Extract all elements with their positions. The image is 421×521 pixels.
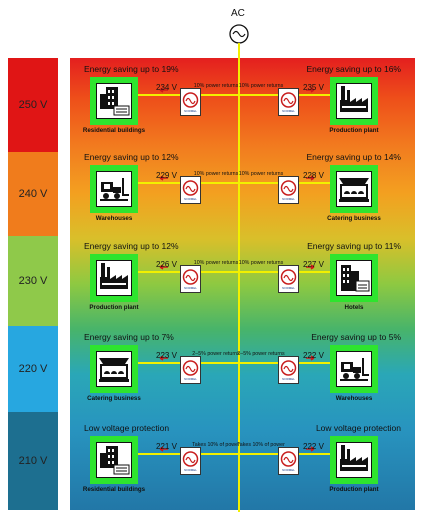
forklift-icon (336, 351, 372, 387)
factory-icon (336, 83, 372, 119)
right-voltage: 227 V (303, 260, 324, 269)
factory-icon (96, 260, 132, 296)
catering-icon (96, 351, 132, 387)
catering-icon (336, 171, 372, 207)
residential-icon (96, 83, 132, 119)
left-note: 10% power returns (193, 83, 239, 89)
right-note: 10% power returns (238, 171, 284, 177)
left-building-name: Residential buildings (82, 486, 146, 493)
regulator-brand: NORMEL (184, 197, 197, 201)
right-building-name: Hotels (344, 304, 364, 311)
right-saving-label: Energy saving up to 5% (311, 332, 401, 342)
right-building-name: Catering business (327, 215, 381, 222)
right-voltage: 235 V (303, 83, 324, 92)
forklift-icon (96, 171, 132, 207)
ac-label: AC (231, 8, 245, 19)
left-saving-label: Low voltage protection (84, 423, 170, 433)
right-building (330, 345, 378, 393)
right-regulator: NORMEL (278, 88, 299, 116)
factory-icon (336, 442, 372, 478)
regulator-brand: NORMEL (184, 286, 197, 290)
left-saving-label: Energy saving up to 19% (84, 64, 179, 74)
right-building-name: Production plant (329, 127, 379, 134)
scale-250: 250 V (8, 58, 58, 152)
right-saving-label: Low voltage protection (315, 423, 401, 433)
left-voltage: 234 V (156, 83, 177, 92)
left-voltage: 221 V (156, 442, 177, 451)
left-building-name: Warehouses (95, 215, 133, 222)
regulator-brand: NORMEL (282, 286, 295, 290)
hotel-icon (336, 260, 372, 296)
right-note: 10% power returns (238, 83, 284, 89)
left-regulator: NORMEL (180, 265, 201, 293)
regulator-brand: NORMEL (184, 109, 197, 113)
left-saving-label: Energy saving up to 7% (84, 332, 174, 342)
right-building-name: Production plant (329, 486, 379, 493)
right-voltage: 222 V (303, 351, 324, 360)
right-regulator: NORMEL (278, 356, 299, 384)
right-voltage: 222 V (303, 442, 324, 451)
left-building-name: Production plant (89, 304, 139, 311)
left-saving-label: Energy saving up to 12% (84, 152, 179, 162)
left-note: 10% power returns (193, 260, 239, 266)
left-building (90, 254, 138, 302)
right-note: 10% power returns (238, 260, 284, 266)
left-voltage: 223 V (156, 351, 177, 360)
right-note: Takes 10% of power (237, 442, 285, 448)
right-building-name: Warehouses (335, 395, 373, 402)
right-saving-label: Energy saving up to 14% (306, 152, 401, 162)
left-note: Takes 10% of power (192, 442, 240, 448)
left-building (90, 436, 138, 484)
right-saving-label: Energy saving up to 11% (307, 241, 401, 251)
regulator-brand: NORMEL (184, 377, 197, 381)
left-regulator: NORMEL (180, 447, 201, 475)
left-building (90, 77, 138, 125)
left-building (90, 165, 138, 213)
regulator-brand: NORMEL (282, 377, 295, 381)
right-building (330, 436, 378, 484)
right-regulator: NORMEL (278, 176, 299, 204)
left-note: 10% power returns (193, 171, 239, 177)
scale-230: 230 V (8, 236, 58, 326)
left-voltage: 229 V (156, 171, 177, 180)
right-building (330, 165, 378, 213)
left-regulator: NORMEL (180, 356, 201, 384)
right-saving-label: Energy saving up to 16% (306, 64, 401, 74)
scale-210: 210 V (8, 412, 58, 510)
regulator-brand: NORMEL (184, 468, 197, 472)
right-building (330, 254, 378, 302)
regulator-brand: NORMEL (282, 468, 295, 472)
left-regulator: NORMEL (180, 88, 201, 116)
right-voltage: 228 V (303, 171, 324, 180)
right-regulator: NORMEL (278, 447, 299, 475)
scale-240: 240 V (8, 152, 58, 236)
left-note: 2–5% power returns (192, 351, 240, 357)
left-building-name: Catering business (87, 395, 141, 402)
right-building (330, 77, 378, 125)
left-building (90, 345, 138, 393)
left-saving-label: Energy saving up to 12% (84, 241, 179, 251)
right-regulator: NORMEL (278, 265, 299, 293)
scale-220: 220 V (8, 326, 58, 412)
right-note: 2–5% power returns (237, 351, 285, 357)
left-regulator: NORMEL (180, 176, 201, 204)
regulator-brand: NORMEL (282, 197, 295, 201)
residential-icon (96, 442, 132, 478)
left-building-name: Residential buildings (82, 127, 146, 134)
left-voltage: 226 V (156, 260, 177, 269)
regulator-brand: NORMEL (282, 109, 295, 113)
